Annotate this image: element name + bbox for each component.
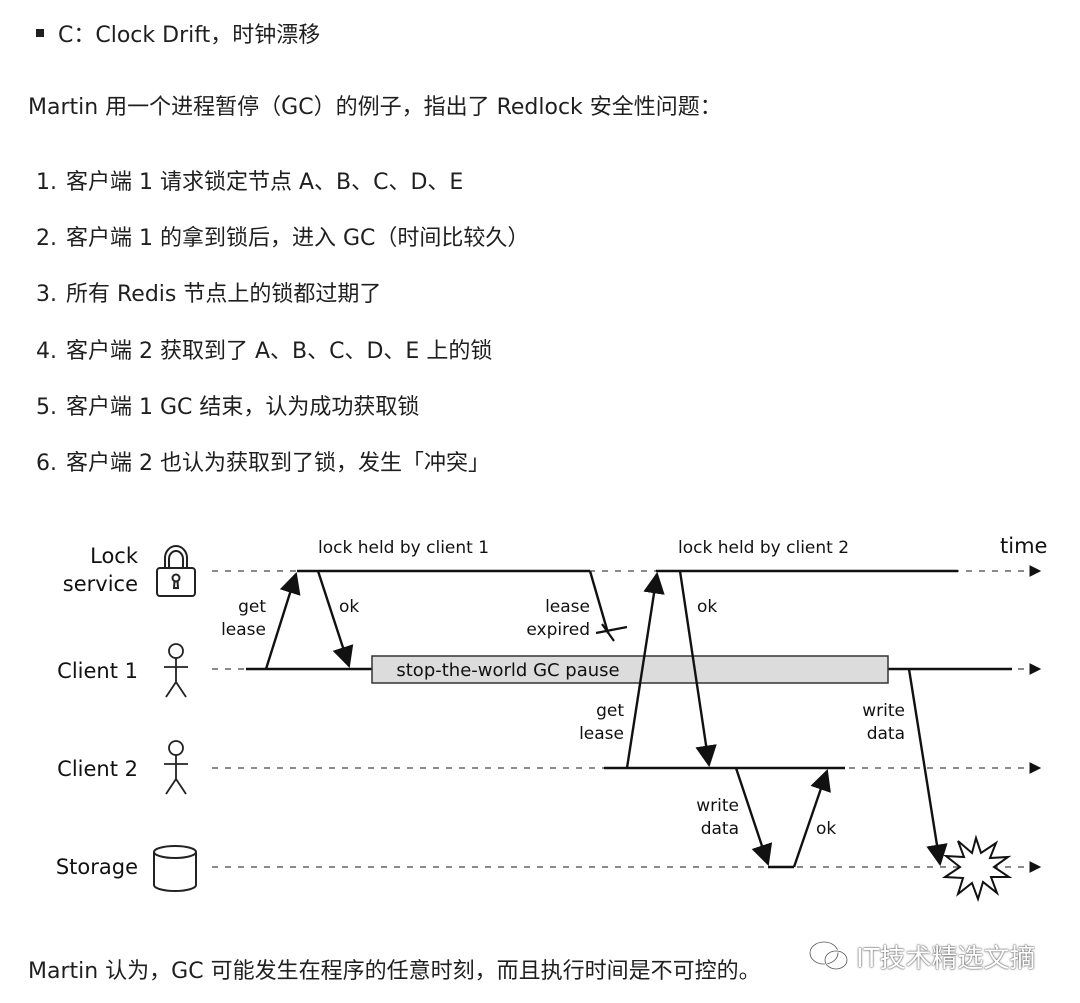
label-write-data-1b: data <box>701 819 739 839</box>
list-item: 5.客户端 1 GC 结束，认为成功获取锁 <box>36 394 420 420</box>
list-item: 3.所有 Redis 节点上的锁都过期了 <box>36 282 382 308</box>
client-1-person-icon <box>164 643 188 698</box>
label-get-lease-1b: lease <box>221 620 266 640</box>
wechat-icon <box>808 940 849 971</box>
arrow-client2-get-lease <box>625 571 665 769</box>
label-lease-expired-a: lease <box>545 597 590 617</box>
label-ok-3: ok <box>816 819 836 839</box>
list-item: 4.客户端 2 获取到了 A、B、C、D、E 上的锁 <box>36 338 493 364</box>
redlock-gc-diagram: Lock service Client 1 Client 2 Storage <box>56 534 1047 903</box>
bullet-text: C：Clock Drift，时钟漂移 <box>58 23 321 48</box>
database-cylinder-icon <box>153 845 197 892</box>
gc-pause-label: stop-the-world GC pause <box>396 660 619 681</box>
gc-pause-bar <box>371 655 889 684</box>
lane-label-storage: Storage <box>56 855 138 879</box>
watermark: IT技术精选文摘 <box>808 936 1036 976</box>
arrow-client1-get-lease <box>264 571 301 670</box>
lane-label-lock-service-2: service <box>63 572 138 596</box>
label-ok-2: ok <box>697 597 717 617</box>
client-2-person-icon <box>164 740 188 795</box>
label-get-lease-2b: lease <box>579 724 624 744</box>
explosion-icon <box>941 834 1013 903</box>
lane-label-client-1: Client 1 <box>57 659 138 683</box>
arrow-lease-expired <box>588 570 610 634</box>
arrow-client1-write-data <box>907 668 948 867</box>
label-time: time <box>1000 534 1047 558</box>
lane-label-lock-service: Lock <box>90 544 139 568</box>
list-item: 1.客户端 1 请求锁定节点 A、B、C、D、E <box>36 170 464 195</box>
steps-list: 1.客户端 1 请求锁定节点 A、B、C、D、E 2.客户端 1 的拿到锁后，进… <box>36 166 529 503</box>
label-get-lease-2a: get <box>596 701 624 721</box>
lane-label-client-2: Client 2 <box>57 757 138 781</box>
intro-paragraph: Martin 用一个进程暂停（GC）的例子，指出了 Redlock 安全性问题： <box>28 95 722 120</box>
label-lock-held-client-2: lock held by client 2 <box>678 538 849 558</box>
conclusion-paragraph: Martin 认为，GC 可能发生在程序的任意时刻，而且执行时间是不可控的。 <box>28 959 761 984</box>
arrow-lock-ok-client1 <box>316 570 354 669</box>
arrow-client2-write-data <box>734 767 773 867</box>
label-get-lease-1a: get <box>238 597 266 617</box>
watermark-text: IT技术精选文摘 <box>856 943 1036 974</box>
lease-expired-mark <box>595 623 628 642</box>
arrow-storage-ok <box>792 768 831 868</box>
label-write-data-2b: data <box>867 724 905 744</box>
label-lease-expired-b: expired <box>526 620 590 640</box>
label-write-data-2a: write <box>862 701 905 721</box>
message-arrows <box>264 570 948 868</box>
arrow-lock-ok-client2 <box>678 570 717 768</box>
list-item: 6.客户端 2 也认为获取到了锁，发生「冲突」 <box>36 450 490 476</box>
padlock-icon <box>156 545 196 597</box>
bullet-marker <box>36 29 44 37</box>
label-lock-held-client-1: lock held by client 1 <box>318 538 489 558</box>
label-write-data-1a: write <box>696 796 739 816</box>
list-item: 2.客户端 1 的拿到锁后，进入 GC（时间比较久） <box>36 226 530 252</box>
label-ok-1: ok <box>339 597 359 617</box>
bullet-item-clock-drift: C：Clock Drift，时钟漂移 <box>36 16 320 50</box>
